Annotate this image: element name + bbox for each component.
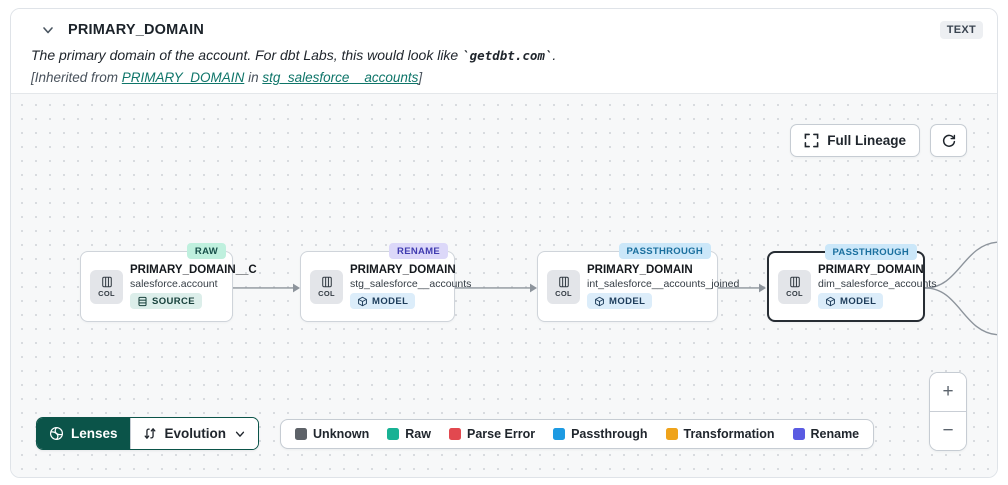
expand-icon xyxy=(804,133,819,148)
columns-icon xyxy=(101,276,112,287)
column-lineage-panel: PRIMARY_DOMAIN TEXT The primary domain o… xyxy=(10,8,998,478)
node-model-name: int_salesforce__accounts_joined xyxy=(587,278,740,290)
inherited-middle: in xyxy=(244,70,263,85)
database-icon xyxy=(138,296,147,306)
column-type-badge: TEXT xyxy=(939,21,983,39)
legend-swatch-rename xyxy=(792,427,805,440)
resource-badge: MODEL xyxy=(818,293,884,309)
resource-badge: SOURCE xyxy=(130,293,203,309)
evolution-tag: RAW xyxy=(186,243,226,259)
node-column-name: PRIMARY_DOMAIN xyxy=(587,264,693,276)
column-chip: COL xyxy=(310,269,343,304)
description-code: `getdbt.com` xyxy=(462,48,553,63)
full-lineage-label: Full Lineage xyxy=(827,133,906,148)
resource-label: MODEL xyxy=(609,295,646,307)
lineage-node-dim-selected[interactable]: PASSTHROUGH COL PRIMARY_DOMAIN dim_sales… xyxy=(767,244,937,322)
column-header: PRIMARY_DOMAIN TEXT The primary domain o… xyxy=(11,9,997,93)
legend-label: Transformation xyxy=(683,426,775,441)
legend-label: Rename xyxy=(810,426,860,441)
zoom-in-button[interactable]: + xyxy=(930,373,966,411)
zoom-controls: + − xyxy=(929,372,967,451)
col-label: COL xyxy=(786,288,803,298)
description-suffix: . xyxy=(552,47,557,63)
legend-item: Rename xyxy=(792,426,860,441)
inherited-from-line: [Inherited from PRIMARY_DOMAIN in stg_sa… xyxy=(11,63,997,85)
lineage-node-staging[interactable]: RENAME COL PRIMARY_DOMAIN stg_salesforce… xyxy=(300,243,472,322)
lenses-button[interactable]: Lenses xyxy=(37,418,130,449)
zoom-out-button[interactable]: − xyxy=(930,412,966,450)
legend-item: Parse Error xyxy=(448,426,536,441)
legend-label: Unknown xyxy=(313,426,370,441)
cube-icon xyxy=(358,296,367,306)
lineage-node-intermediate[interactable]: PASSTHROUGH COL PRIMARY_DOMAIN int_sales… xyxy=(537,243,740,322)
legend-swatch-parse-error xyxy=(448,427,461,440)
node-column-name: PRIMARY_DOMAIN xyxy=(350,264,456,276)
lineage-edges xyxy=(233,241,997,336)
refresh-icon xyxy=(942,134,955,147)
legend-item: Passthrough xyxy=(553,426,648,441)
resource-badge: MODEL xyxy=(587,293,653,309)
inherited-close: ] xyxy=(418,70,423,85)
evolution-legend: Unknown Raw Parse Error Passthrough Tran… xyxy=(280,418,875,449)
lens-icon xyxy=(49,426,64,441)
legend-swatch-transformation xyxy=(665,427,678,440)
node-model-name: salesforce.account xyxy=(130,278,218,290)
resource-label: MODEL xyxy=(372,295,409,307)
legend-item: Transformation xyxy=(665,426,775,441)
inherited-open: [Inherited from xyxy=(31,70,122,85)
column-chip: COL xyxy=(778,269,811,304)
inherited-model-link[interactable]: stg_salesforce__accounts xyxy=(262,70,419,85)
description-text: The primary domain of the account. For d… xyxy=(31,47,463,63)
col-label: COL xyxy=(318,288,335,298)
chevron-down-icon xyxy=(235,431,245,437)
lineage-node-source[interactable]: RAW COL PRIMARY_DOMAIN__C salesforce.acc… xyxy=(80,243,257,322)
col-label: COL xyxy=(555,288,572,298)
legend-swatch-passthrough xyxy=(553,427,566,440)
selected-lens-label: Evolution xyxy=(164,426,227,441)
legend-swatch-unknown xyxy=(295,427,308,440)
full-lineage-button[interactable]: Full Lineage xyxy=(790,124,920,157)
resource-label: MODEL xyxy=(840,295,877,307)
column-description: The primary domain of the account. For d… xyxy=(11,39,997,63)
legend-item: Unknown xyxy=(295,427,369,441)
legend-label: Raw xyxy=(405,426,431,441)
legend-swatch-raw xyxy=(387,427,400,440)
column-title: PRIMARY_DOMAIN xyxy=(68,22,204,38)
evolution-tag: PASSTHROUGH xyxy=(824,244,917,260)
column-chip: COL xyxy=(547,269,580,304)
chevron-down-icon[interactable] xyxy=(41,23,55,37)
legend-label: Passthrough xyxy=(571,426,648,441)
legend-item: Raw xyxy=(387,427,431,441)
columns-icon xyxy=(789,276,800,287)
node-column-name: PRIMARY_DOMAIN__C xyxy=(130,264,257,276)
lenses-control: Lenses Evolution xyxy=(36,417,260,450)
node-model-name: stg_salesforce__accounts xyxy=(350,278,472,290)
evolution-tag: PASSTHROUGH xyxy=(618,243,711,259)
cube-icon xyxy=(826,296,835,306)
col-label: COL xyxy=(98,288,115,298)
evolution-tag: RENAME xyxy=(389,243,448,259)
node-column-name: PRIMARY_DOMAIN xyxy=(818,264,924,276)
resource-label: SOURCE xyxy=(152,295,196,307)
inherited-column-link[interactable]: PRIMARY_DOMAIN xyxy=(121,70,245,85)
column-chip: COL xyxy=(90,269,123,304)
zoom-divider xyxy=(930,411,966,412)
evolution-icon xyxy=(144,428,155,439)
cube-icon xyxy=(595,296,604,306)
columns-icon xyxy=(558,276,569,287)
lineage-canvas[interactable]: Full Lineage RAW COL PRIMARY_DOMAIN__C s… xyxy=(11,93,997,477)
resource-badge: MODEL xyxy=(350,293,416,309)
refresh-button[interactable] xyxy=(930,124,967,157)
legend-label: Parse Error xyxy=(466,426,536,441)
node-model-name: dim_salesforce_accounts xyxy=(818,278,937,290)
lens-selector[interactable]: Evolution xyxy=(129,418,259,449)
columns-icon xyxy=(321,276,332,287)
lenses-label: Lenses xyxy=(71,426,118,441)
